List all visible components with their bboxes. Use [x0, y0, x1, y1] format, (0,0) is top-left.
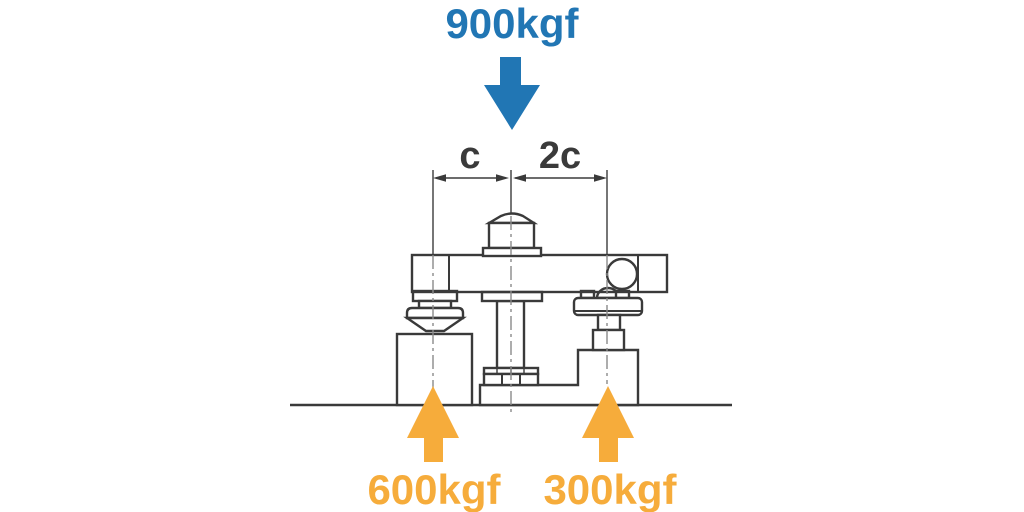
bottom-right-force-label: 300kgf [543, 466, 677, 512]
top-force-label: 900kgf [445, 0, 579, 47]
dim-arrowhead-center-left [496, 174, 509, 182]
clamp-pad-tip [403, 316, 467, 333]
reaction-up-arrow-left-icon [407, 386, 459, 462]
dim-arrowhead-left [433, 174, 446, 182]
clamp-pad-body [405, 306, 465, 320]
force-down-arrow-icon [484, 57, 540, 130]
step-block [478, 348, 640, 407]
dim-label-c: c [459, 135, 480, 177]
top-washer [481, 246, 543, 258]
dim-arrowhead-right [594, 174, 607, 182]
reaction-up-arrow-right-icon [582, 386, 634, 462]
dim-label-2c: 2c [539, 135, 581, 177]
stud-collar [480, 290, 544, 303]
bottom-left-force-label: 600kgf [367, 466, 501, 512]
support-base-boss [591, 328, 626, 352]
support-stem [596, 313, 622, 332]
dim-arrowhead-center-right [513, 174, 526, 182]
bar-hole [605, 257, 639, 291]
support-knurled-nut [572, 296, 644, 317]
